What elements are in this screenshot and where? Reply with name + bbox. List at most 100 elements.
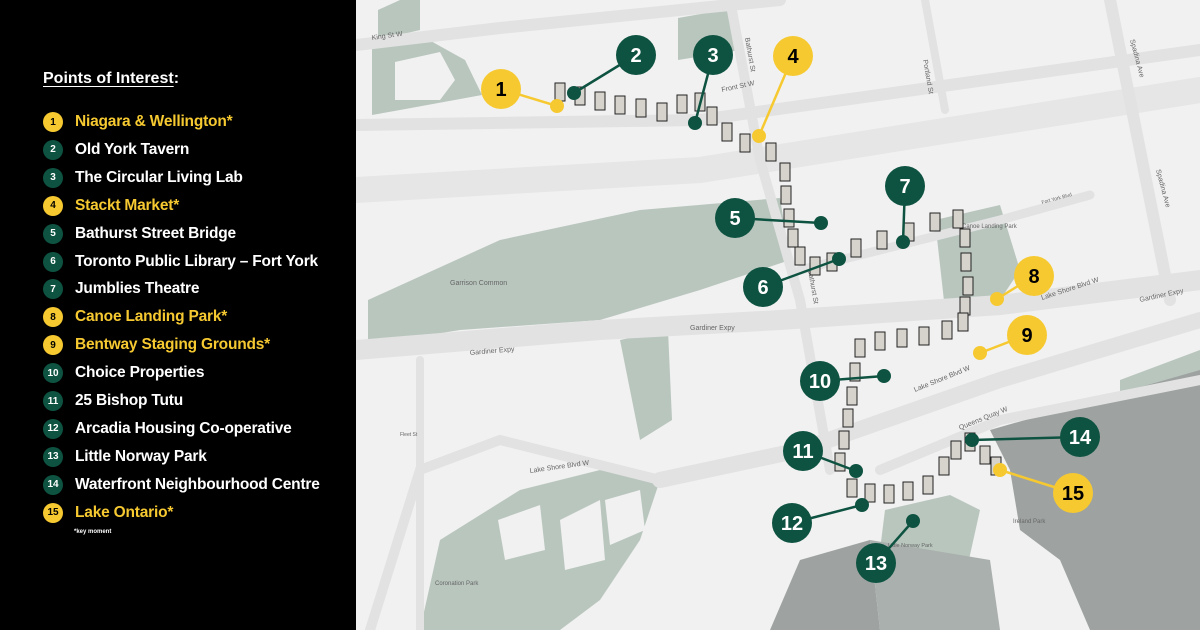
poi-marker[interactable]: 6	[743, 252, 846, 307]
marker-dot	[973, 346, 987, 360]
route-segment	[676, 94, 688, 114]
marker-badge	[885, 166, 925, 206]
park-strip	[620, 330, 672, 440]
poi-marker[interactable]: 9	[973, 315, 1047, 360]
legend-number-badge: 9	[43, 335, 63, 356]
legend-item-label: Niagara & Wellington*	[75, 113, 233, 130]
poi-marker[interactable]: 10	[800, 361, 891, 401]
poi-marker[interactable]: 8	[990, 256, 1054, 306]
marker-number: 13	[865, 553, 887, 575]
marker-badge	[616, 35, 656, 75]
marker-number: 3	[707, 45, 718, 67]
legend-number-badge: 5	[43, 223, 63, 244]
route-segment	[765, 142, 777, 162]
marker-number: 9	[1021, 325, 1032, 347]
label-ireland-park: Ireland Park	[1013, 519, 1046, 525]
marker-number: 11	[792, 441, 813, 463]
route-segment	[896, 328, 908, 348]
poi-marker[interactable]: 15	[993, 463, 1093, 513]
route-segment	[883, 484, 895, 504]
route-segment	[950, 440, 962, 460]
label-coronation: Coronation Park	[435, 581, 479, 587]
marker-number: 12	[781, 513, 803, 535]
map[interactable]: King St W Front St W Bathurst St Bathurs…	[356, 0, 1200, 630]
route-segment	[929, 212, 941, 232]
label-canoe-landing: Canoe Landing Park	[962, 224, 1018, 230]
label-gardiner-1: Gardiner Expy	[690, 325, 735, 332]
route-segment	[959, 296, 971, 316]
marker-dot	[990, 292, 1004, 306]
legend-item-label: Toronto Public Library – Fort York	[75, 252, 318, 270]
legend-item-label: The Circular Living Lab	[75, 168, 243, 186]
legend-item-label: Jumblies Theatre	[75, 280, 200, 298]
marker-dot	[896, 235, 910, 249]
poi-marker[interactable]: 7	[885, 166, 925, 249]
route-segment	[656, 102, 668, 122]
poi-marker[interactable]: 12	[772, 498, 869, 543]
marker-number: 8	[1028, 266, 1039, 288]
marker-badge	[743, 267, 783, 307]
park-fort-york	[368, 198, 790, 345]
route-segment	[941, 320, 953, 340]
marker-dot	[567, 86, 581, 100]
route-segment	[874, 331, 886, 351]
road-queens-quay	[875, 375, 1200, 475]
marker-dot	[752, 129, 766, 143]
road-lakeshore	[652, 312, 1200, 488]
marker-dot	[965, 433, 979, 447]
road-king	[356, 0, 786, 51]
route-segment	[780, 185, 792, 205]
route-segment	[959, 228, 971, 248]
marker-dot	[688, 116, 702, 130]
poi-marker[interactable]: 11	[783, 431, 863, 478]
marker-badge	[1060, 417, 1100, 457]
marker-dot	[550, 99, 564, 113]
route-segment	[721, 122, 733, 142]
poi-marker[interactable]: 1	[481, 69, 564, 113]
marker-number: 2	[630, 45, 641, 67]
legend-number-badge: 10	[43, 363, 63, 384]
route-segment	[783, 208, 795, 228]
route-segment	[854, 338, 866, 358]
road-fort-york	[795, 190, 1095, 275]
legend-item-label: Stackt Market*	[75, 196, 180, 214]
legend-item-label: Lake Ontario*	[75, 503, 174, 521]
legend-item-label: Canoe Landing Park*	[75, 308, 228, 326]
route-segment	[957, 312, 969, 332]
marker-badge	[856, 543, 896, 583]
poi-marker[interactable]: 2	[567, 35, 656, 100]
label-fleet: Fleet St	[400, 432, 418, 438]
marker-number: 7	[899, 176, 910, 198]
marker-badge	[800, 361, 840, 401]
poi-marker[interactable]: 3	[688, 35, 733, 130]
marker-number: 14	[1069, 427, 1092, 449]
rail-corridor	[356, 77, 1200, 203]
legend-footnote: *key moment	[74, 529, 112, 535]
poi-marker[interactable]: 4	[752, 36, 813, 143]
road-gardiner	[356, 270, 1200, 360]
marker-dot	[855, 498, 869, 512]
marker-badge	[1007, 315, 1047, 355]
harbour-water	[870, 540, 1000, 630]
legend-title-text: Points of Interest	[43, 70, 174, 87]
marker-badge	[772, 503, 812, 543]
poi-marker[interactable]: 13	[856, 514, 920, 583]
label-garrison: Garrison Common	[450, 280, 507, 287]
park-north	[378, 0, 420, 40]
legend-title-colon: :	[173, 70, 180, 87]
marker-badge	[783, 431, 823, 471]
poi-marker[interactable]: 5	[715, 198, 828, 238]
legend-item-label: Little Norway Park	[75, 447, 207, 465]
route-segment	[846, 478, 858, 498]
marker-badge	[1053, 473, 1093, 513]
marker-dot	[993, 463, 1007, 477]
poi-marker[interactable]: 14	[965, 417, 1100, 457]
route-segment	[706, 106, 718, 126]
route-segment	[960, 252, 972, 272]
